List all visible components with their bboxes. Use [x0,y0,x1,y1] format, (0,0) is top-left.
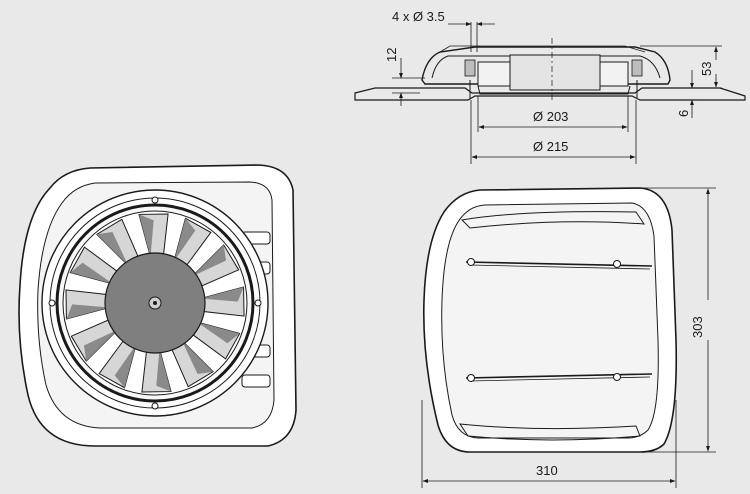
dim-depth: 303 [690,316,705,338]
vent-cover-inner [441,202,659,439]
dim-outer-diameter: Ø 215 [533,139,568,154]
fan-blade-shade [70,262,114,284]
vent-dome [421,46,671,85]
fan-blade-shade [200,287,244,302]
fan-blade-shade [139,214,154,258]
dim-width: 310 [536,463,558,478]
fan-blade-shade [66,304,110,319]
fan-blade-shade [174,218,196,262]
dim-total-height: 53 [699,62,714,76]
fan-blades [65,213,245,393]
dim-flange: 6 [676,110,691,117]
fan-blade-shade [196,322,240,344]
bottom-view [18,164,297,447]
fan-blade-shade [181,340,214,375]
fan-blade-shade [192,244,227,277]
fan-blade-shade [114,344,136,388]
fan-blade-shade [83,329,118,362]
dim-frame-height: 12 [384,48,399,62]
side-view: 4 x Ø 3.5 12 53 6 Ø 203 Ø 215 [354,9,746,164]
dim-inner-diameter: Ø 203 [533,109,568,124]
fan-blade-shade [96,231,129,266]
top-view: 310 303 [421,187,716,488]
dim-holes: 4 x Ø 3.5 [392,9,445,24]
fan-blade-shade [156,348,171,392]
